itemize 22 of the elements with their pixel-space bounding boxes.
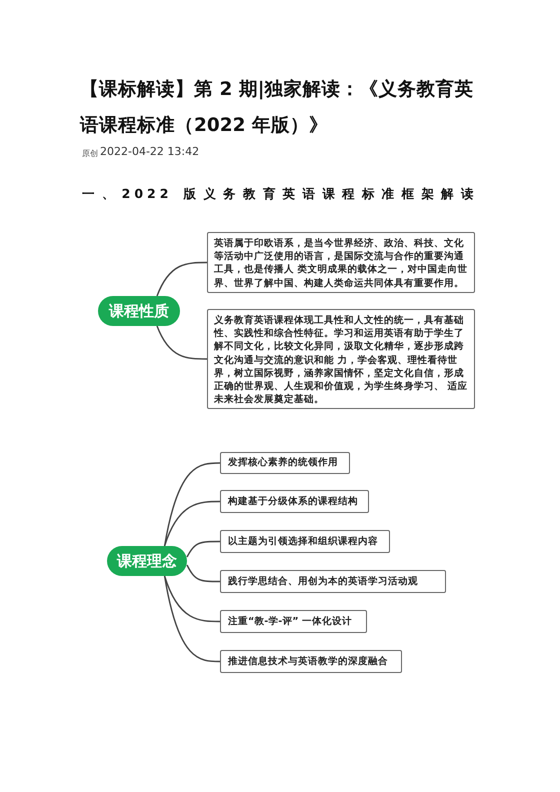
section-heading: 一、2022 版义务教育英语课程标准框架解读 [82, 186, 478, 203]
article-title: 【课标解读】第 2 期|独家解读：《义务教育英语课程标准（2022 年版）》 [80, 78, 475, 138]
text-box: 英语属于印欧语系，是当今世界经济、政治、科技、文化等活动中广泛使用的语言，是国际交流与合作的重要沟通工具，也是传播人 类文明成果的载体之一，对中国走向世界、世界了解中国、构建人类命运共同体具有重要作用。 [207, 232, 475, 293]
text-box: 推进信息技术与英语教学的深度融合 [220, 650, 402, 673]
branch-line [156, 326, 207, 360]
text-box: 以主题为引领选择和组织课程内容 [220, 530, 390, 553]
topic-pill: 课程理念 [107, 546, 187, 576]
branch-line [164, 500, 220, 546]
text-box: 构建基于分级体系的课程结构 [220, 490, 369, 513]
branch-line [156, 262, 207, 296]
branch-line [164, 576, 220, 622]
original-tag: 原创 [82, 148, 98, 159]
branch-line [164, 576, 220, 662]
branch-line [186, 540, 220, 558]
text-box: 义务教育英语课程体现工具性和人文性的统一，具有基础性、实践性和综合性特征。学习和运用英语有助于学生了解不同文化，比较文化异同，汲取文化精华，逐步形成跨文化沟通与交流的意识和能 力，学会客观、理性看待世界，树立国际视野，涵养家国情怀，坚定文化自信，形成正确的世界观、人生观和价值观，为学生终身学习、 适应未来社会发展奠定基础。 [207, 309, 475, 409]
branch-line [186, 564, 220, 582]
branch-line [164, 462, 220, 546]
text-box: 践行学思结合、用创为本的英语学习活动观 [220, 570, 446, 593]
publish-date: 2022-04-22 13:42 [100, 145, 200, 158]
text-box: 注重“教-学-评” 一体化设计 [220, 610, 367, 633]
topic-pill: 课程性质 [98, 296, 180, 326]
text-box: 发挥核心素养的统领作用 [220, 452, 350, 474]
